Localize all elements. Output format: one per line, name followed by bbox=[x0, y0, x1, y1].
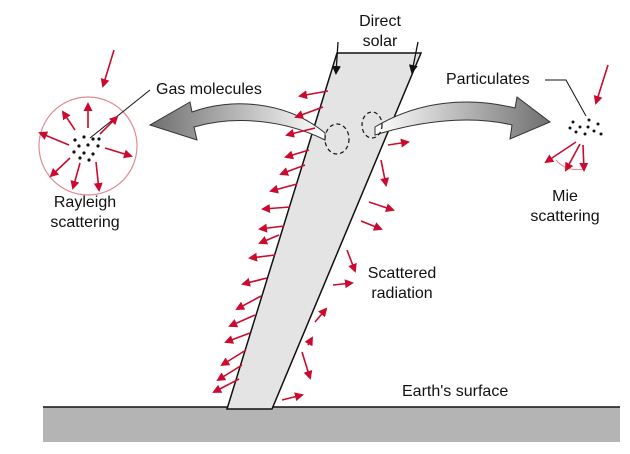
scattered-radiation-label: Scattered radiation bbox=[352, 264, 452, 304]
rayleigh-molecules-dots bbox=[72, 135, 101, 162]
rayleigh-scatter-arrows bbox=[38, 49, 133, 192]
earth-surface-ground bbox=[43, 407, 620, 442]
scattered-label-line1: Scattered bbox=[367, 265, 437, 282]
solar-beam bbox=[225, 52, 423, 410]
mie-label-line2: scattering bbox=[530, 208, 600, 225]
gas-molecules-curved-arrow bbox=[148, 101, 326, 141]
mie-particulate-dots bbox=[568, 118, 603, 136]
mie-incoming-arrow bbox=[593, 64, 609, 105]
mie-scattering-label: Mie scattering bbox=[520, 187, 610, 227]
particulate-region-circle bbox=[361, 111, 383, 139]
gas-molecule-region-circle bbox=[324, 123, 350, 155]
mie-label-line1: Mie bbox=[552, 188, 578, 205]
earth-surface-label: Earth's surface bbox=[402, 383, 509, 400]
particulates-curved-arrow bbox=[374, 96, 551, 140]
scattered-radiation-arrows-right bbox=[281, 138, 410, 402]
direct-solar-label: Direct solar bbox=[340, 12, 420, 52]
direct-solar-arrow-left bbox=[331, 41, 341, 75]
direct-solar-arrow-right bbox=[408, 41, 419, 74]
scattered-label-line2: radiation bbox=[371, 285, 433, 302]
direct-solar-label-line2: solar bbox=[362, 33, 398, 50]
direct-solar-label-line1: Direct bbox=[359, 13, 401, 30]
particulates-pointer bbox=[545, 79, 587, 117]
rayleigh-label-line1: Rayleigh bbox=[53, 194, 117, 211]
particulates-label: Particulates bbox=[446, 71, 530, 88]
gas-molecules-label: Gas molecules bbox=[156, 81, 262, 98]
rayleigh-label-line2: scattering bbox=[50, 214, 120, 231]
scattered-radiation-arrows-left bbox=[212, 90, 329, 393]
rayleigh-scattering-label: Rayleigh scattering bbox=[30, 193, 140, 233]
mie-scatter-arrows bbox=[544, 141, 589, 172]
gas-molecules-pointer bbox=[89, 89, 151, 139]
rayleigh-scattering-circle bbox=[38, 96, 138, 196]
